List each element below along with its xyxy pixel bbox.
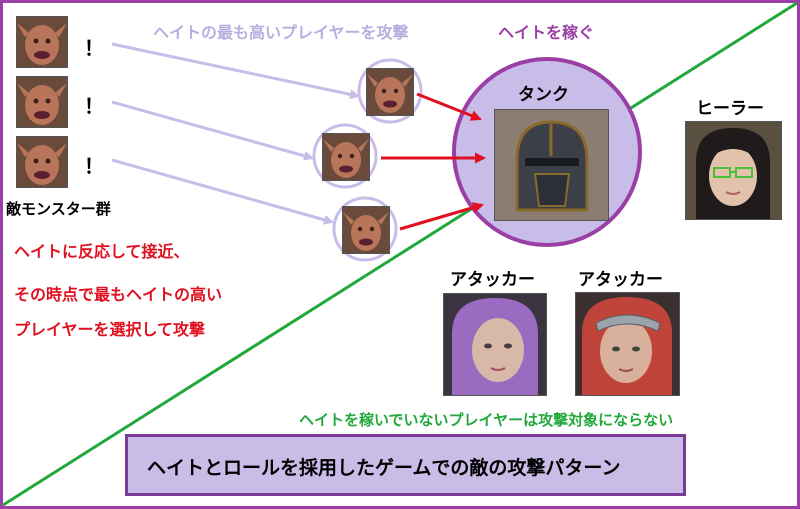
goblin-face-icon bbox=[17, 77, 67, 127]
behavior-line-2: その時点で最もヘイトの高い bbox=[14, 285, 223, 304]
attacker-portrait-icon bbox=[576, 293, 679, 395]
attacker-label-2: アタッカー bbox=[578, 270, 663, 290]
non-target-note: ヘイトを稼いでいないプレイヤーは攻撃対象にならない bbox=[299, 411, 674, 429]
exclamation-1: ！ bbox=[84, 36, 104, 60]
tank-portrait bbox=[494, 109, 609, 221]
goblin-face-icon bbox=[343, 207, 389, 253]
behavior-line-1: ヘイトに反応して接近、 bbox=[14, 242, 190, 261]
healer-label: ヒーラー bbox=[696, 99, 764, 119]
caption-box: ヘイトとロールを採用したゲームでの敵の攻撃パターン bbox=[125, 434, 686, 496]
goblin-face-icon bbox=[17, 17, 67, 67]
healer-portrait bbox=[685, 121, 782, 220]
enemy-portrait-3 bbox=[16, 136, 68, 188]
goblin-face-icon bbox=[17, 137, 67, 187]
arrow-enemy2-to-circle2 bbox=[111, 100, 314, 161]
attacker-portrait-icon bbox=[444, 294, 546, 395]
red-arrow-1 bbox=[416, 92, 482, 121]
enemy-group-label: 敵モンスター群 bbox=[6, 200, 111, 218]
enemy-circle-portrait-3 bbox=[342, 206, 390, 254]
enemy-circle-portrait-1 bbox=[366, 68, 414, 116]
behavior-line-3: プレイヤーを選択して攻撃 bbox=[14, 320, 206, 339]
enemy-portrait-2 bbox=[16, 76, 68, 128]
healer-portrait-icon bbox=[686, 122, 781, 219]
enemy-portrait-1 bbox=[16, 16, 68, 68]
tank-label: タンク bbox=[518, 85, 569, 105]
caption-text: ヘイトとロールを採用したゲームでの敵の攻撃パターン bbox=[147, 457, 621, 479]
goblin-face-icon bbox=[323, 134, 369, 180]
exclamation-3: ！ bbox=[84, 154, 104, 178]
red-arrow-3 bbox=[399, 202, 484, 231]
arrow-enemy1-to-circle1 bbox=[111, 42, 360, 100]
earn-hate-label: ヘイトを稼ぐ bbox=[498, 23, 595, 42]
exclamation-2: ！ bbox=[84, 94, 104, 118]
enemy-circle-portrait-2 bbox=[322, 133, 370, 181]
attack-highest-hate-label: ヘイトの最も高いプレイヤーを攻撃 bbox=[153, 23, 409, 42]
attacker-portrait-2 bbox=[575, 292, 680, 396]
arrow-enemy3-to-circle3 bbox=[111, 158, 334, 225]
goblin-face-icon bbox=[367, 69, 413, 115]
attacker-label-1: アタッカー bbox=[450, 270, 535, 290]
attacker-portrait-1 bbox=[443, 293, 547, 396]
knight-helmet-icon bbox=[495, 110, 608, 220]
